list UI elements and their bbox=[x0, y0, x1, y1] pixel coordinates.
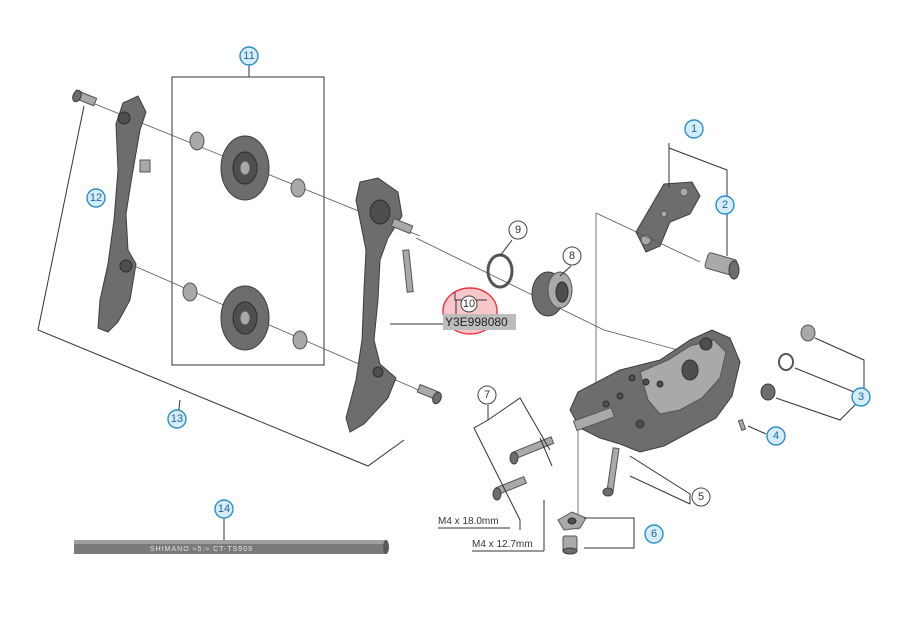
cable-fixing-parts bbox=[557, 511, 587, 555]
outer-cage-plate bbox=[345, 177, 414, 433]
svg-text:3: 3 bbox=[858, 391, 864, 403]
svg-text:12: 12 bbox=[90, 192, 102, 204]
callout-8[interactable]: 8 bbox=[562, 246, 582, 266]
callout-14[interactable]: 14 bbox=[214, 499, 234, 519]
svg-text:13: 13 bbox=[171, 413, 183, 425]
svg-text:7: 7 bbox=[484, 389, 490, 401]
adjust-washer-set bbox=[760, 324, 816, 401]
b-knuckle-link bbox=[635, 181, 701, 253]
cage-assembly-bracket bbox=[37, 105, 405, 467]
part-code-label: Y3E998080 bbox=[445, 315, 508, 329]
fixing-bolt-long bbox=[509, 436, 555, 465]
inner-cage-plate bbox=[97, 95, 151, 333]
callout-3[interactable]: 3 bbox=[851, 387, 871, 407]
pulley-group-box bbox=[171, 76, 325, 366]
derailleur-body bbox=[569, 329, 741, 453]
callout-5[interactable]: 5 bbox=[691, 487, 711, 507]
svg-text:11: 11 bbox=[243, 50, 254, 62]
svg-text:4: 4 bbox=[773, 430, 779, 442]
snap-ring bbox=[486, 253, 514, 289]
tension-spring bbox=[531, 271, 573, 317]
guide-pulley bbox=[189, 131, 306, 201]
callout-11[interactable]: 11 bbox=[239, 46, 259, 66]
callout-9[interactable]: 9 bbox=[508, 220, 528, 240]
spring-pin bbox=[737, 418, 747, 432]
svg-text:8: 8 bbox=[569, 250, 575, 262]
cage-stop-pin bbox=[402, 249, 414, 293]
b-axle-bolt bbox=[704, 252, 740, 280]
svg-text:9: 9 bbox=[515, 224, 521, 236]
callout-6[interactable]: 6 bbox=[644, 524, 664, 544]
fixing-bolt-short bbox=[492, 475, 528, 501]
callout-4[interactable]: 4 bbox=[766, 426, 786, 446]
part-code-backdrop bbox=[443, 314, 516, 330]
svg-text:2: 2 bbox=[722, 199, 728, 211]
callout-1[interactable]: 1 bbox=[684, 119, 704, 139]
cable-print: SHIMANO ≈5:≈ CT-TS909 bbox=[150, 546, 253, 553]
bolt-long-label: M4 x 18.0mm bbox=[438, 516, 499, 527]
adjust-screw bbox=[602, 447, 620, 497]
svg-text:5: 5 bbox=[698, 491, 704, 503]
svg-text:14: 14 bbox=[218, 503, 230, 515]
inner-cable: SHIMANO ≈5:≈ CT-TS909 bbox=[74, 540, 389, 554]
callout-2[interactable]: 2 bbox=[715, 195, 735, 215]
tension-pulley bbox=[182, 282, 308, 351]
callout-12[interactable]: 12 bbox=[86, 188, 106, 208]
bolt-short-label: M4 x 12.7mm bbox=[472, 539, 533, 550]
callout-10[interactable]: 10 bbox=[460, 295, 478, 313]
svg-text:6: 6 bbox=[651, 528, 657, 540]
cage-bolt-bottom bbox=[416, 383, 442, 405]
cage-bolt-top bbox=[72, 89, 98, 107]
svg-text:10: 10 bbox=[463, 298, 475, 310]
callout-13[interactable]: 13 bbox=[167, 409, 187, 429]
callout-7[interactable]: 7 bbox=[477, 385, 497, 405]
svg-text:1: 1 bbox=[691, 123, 697, 135]
